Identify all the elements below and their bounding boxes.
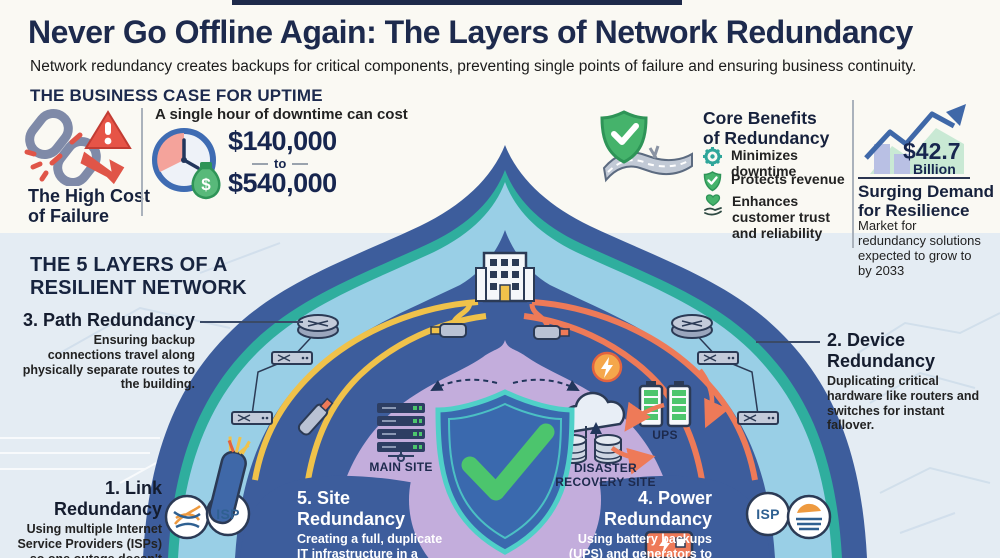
to-label: to [274, 156, 287, 171]
generator-icon [644, 530, 694, 558]
switch-icon-right [697, 351, 739, 365]
high-cost-line2: of Failure [28, 206, 110, 227]
switch-icon-right-2 [737, 411, 779, 425]
dr-site-line1: DISASTER [573, 461, 638, 475]
device-redundancy-connector [756, 341, 820, 343]
amount-to: to [252, 156, 309, 171]
market-unit: Billion [913, 161, 956, 177]
business-case-heading: THE BUSINESS CASE FOR UPTIME [30, 86, 323, 105]
isp-label-left: ISP [216, 506, 240, 522]
isp-logo-circle-right [786, 494, 832, 540]
money-bag-icon: $ [191, 162, 221, 200]
isp-logo-circle-left [164, 494, 210, 540]
callout-link-redundancy: 1. Link Redundancy Using multiple Intern… [12, 478, 162, 558]
layers-heading-line1: THE 5 LAYERS OF A [30, 254, 228, 276]
callout-power-redundancy: 4. Power Redundancy Using battery backup… [560, 488, 712, 558]
high-cost-line1: The High Cost [28, 186, 150, 206]
power-flow-arrows [610, 368, 729, 475]
amount-high: $540,000 [228, 168, 337, 198]
high-cost-title: The High Cost of Failure [28, 186, 150, 226]
growth-chart-icon [864, 104, 966, 174]
link-redundancy-title: 1. Link Redundancy [53, 478, 162, 519]
switch-icon-left-2 [231, 411, 273, 425]
shield-road-icon [600, 110, 693, 183]
building-icon [475, 251, 535, 303]
callout-path-redundancy: 3. Path Redundancy Ensuring backup conne… [18, 310, 195, 392]
dr-site-label: DISASTER RECOVERY SITE [543, 461, 668, 490]
isp-label-right: ISP [756, 506, 780, 522]
dollar-glyph: $ [201, 175, 211, 194]
benefit-row: Protects revenue [703, 171, 845, 192]
core-benefits-line2: of Redundancy [703, 128, 830, 149]
market-title-line2: for Resilience [858, 201, 970, 221]
ups-label: UPS [652, 428, 678, 442]
core-benefits-line1: Core Benefits [703, 108, 817, 128]
main-site-label: MAIN SITE [369, 460, 433, 474]
site-redundancy-title: 5. Site Redundancy [297, 488, 406, 529]
benefit-row: Enhances customer trust and reliability [703, 193, 854, 241]
divider-1 [141, 108, 143, 216]
rule-right [292, 162, 309, 165]
downtime-lead: A single hour of downtime can cost [155, 106, 408, 123]
downtime-clock-icon: $ [152, 128, 221, 200]
protection-shield-icon [435, 389, 575, 555]
switch-icon-left [271, 351, 313, 365]
benefit-label: Enhances customer trust and reliability [732, 193, 831, 242]
page-subtitle: Network redundancy creates backups for c… [30, 58, 917, 75]
cable-connector-left [430, 301, 473, 338]
benefit-row: Minimizes downtime [703, 147, 853, 179]
path-redundancy-desc: Ensuring backup connections travel along… [22, 333, 195, 392]
layers-heading-line2: RESILIENT NETWORK [30, 277, 247, 299]
link-redundancy-desc: Using multiple Internet Service Provider… [17, 522, 162, 558]
dr-site-line2: RECOVERY SITE [555, 474, 656, 489]
callout-site-redundancy: 5. Site Redundancy Creating a full, dupl… [297, 488, 449, 558]
market-value: $42.7 [903, 138, 961, 164]
fiber-cable-icon [208, 436, 251, 525]
page-title: Never Go Offline Again: The Layers of Ne… [28, 14, 913, 50]
market-title: Surging Demand for Resilience [858, 182, 994, 220]
divider-2 [852, 100, 854, 248]
benefit-label: Minimizes downtime [731, 147, 798, 180]
layers-heading: THE 5 LAYERS OF A RESILIENT NETWORK [30, 254, 247, 300]
checkmark-icon [461, 423, 555, 501]
server-rack-icon [377, 403, 425, 462]
power-redundancy-title: 4. Power Redundancy [603, 488, 712, 529]
path-redundancy-title: 3. Path Redundancy [22, 310, 195, 330]
router-icon-left [297, 314, 339, 339]
gear-icon [703, 147, 722, 166]
cable-connector-right [529, 303, 570, 340]
core-benefits-title: Core Benefits of Redundancy [703, 108, 829, 148]
broken-chain-icon [24, 108, 132, 186]
top-accent-bar [232, 0, 682, 5]
site-redundancy-desc: Creating a full, duplicate IT infrastruc… [297, 532, 443, 558]
market-underline [858, 177, 970, 179]
rule-left [252, 162, 268, 165]
market-title-line1: Surging Demand [858, 182, 995, 201]
power-bolt-icon [591, 351, 623, 383]
callout-device-redundancy: 2. Device Redundancy Duplicating critica… [827, 330, 989, 433]
router-icon-right [671, 314, 713, 339]
path-redundancy-connector [200, 321, 303, 323]
market-desc: Market for redundancy solutions expected… [858, 218, 981, 278]
fiber-connector [297, 397, 334, 436]
device-redundancy-title: 2. Device Redundancy [827, 330, 936, 371]
power-redundancy-desc: Using battery backups (UPS) and generato… [568, 532, 712, 558]
amount-low: $140,000 [228, 126, 337, 156]
shield-check-icon [703, 171, 722, 192]
benefit-label: Protects revenue [731, 171, 845, 187]
device-redundancy-desc: Duplicating critical hardware like route… [827, 374, 980, 433]
heart-hand-icon [704, 194, 722, 216]
